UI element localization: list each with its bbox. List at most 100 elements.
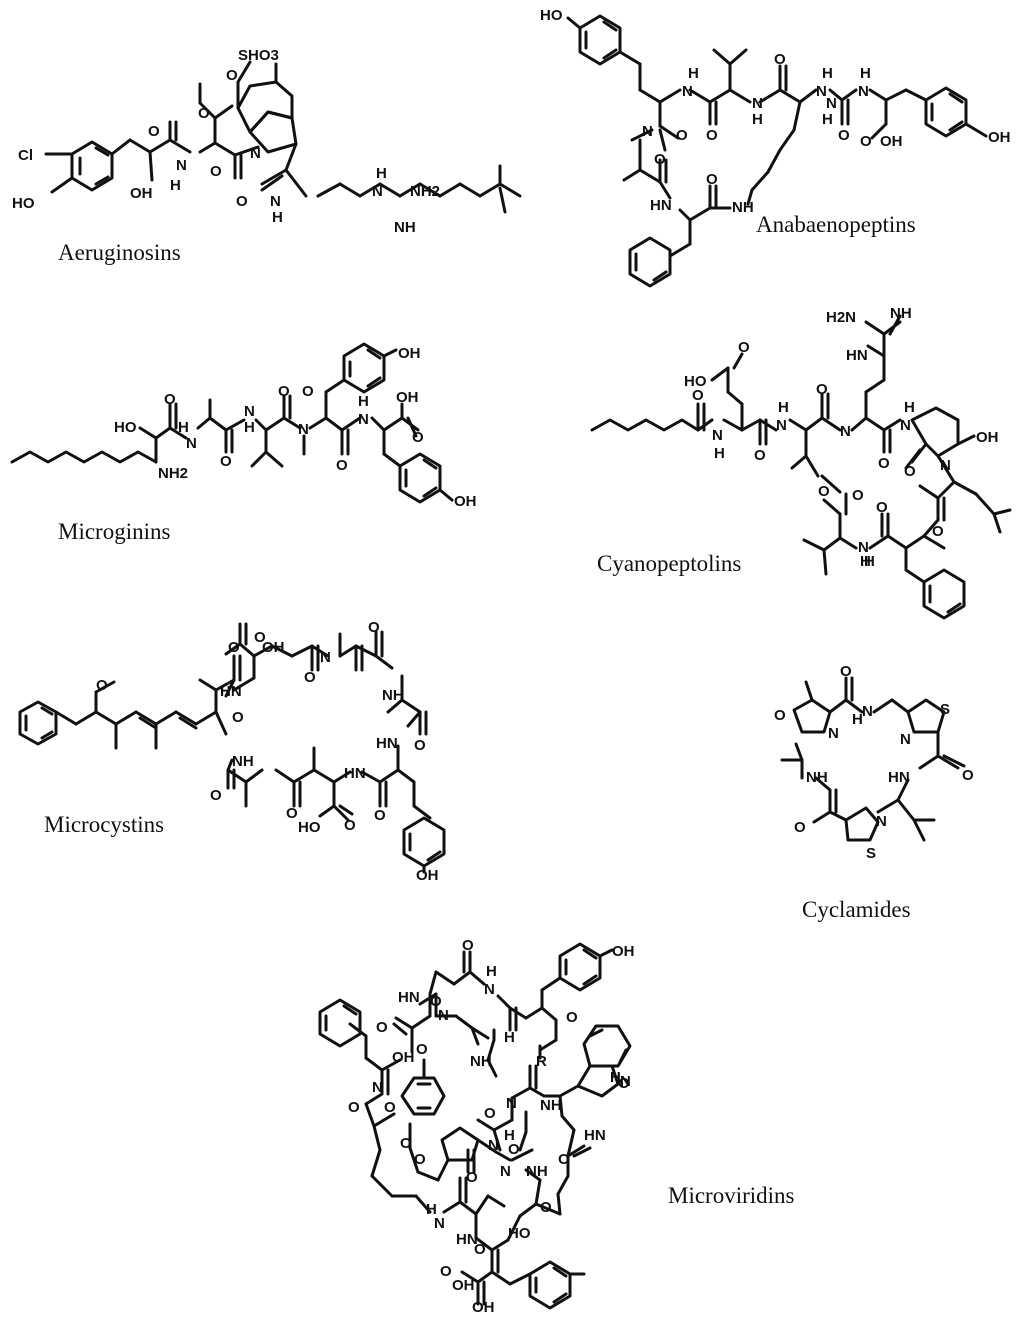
anabaenopeptins-label-h: H xyxy=(688,65,699,82)
microcystins-label-oh: OH xyxy=(262,639,285,656)
cyclamides-label-o: O xyxy=(962,767,974,784)
microviridins-label-hn: N xyxy=(484,981,495,998)
microviridins-label-h: O xyxy=(508,1141,520,1158)
microcystins-label-o: O xyxy=(210,787,222,804)
aeruginosins-label-nh2: NH2 xyxy=(410,183,440,200)
microcystins-label-hn: HN xyxy=(344,765,366,782)
microcystins-label-oh: OH xyxy=(416,867,439,884)
microginins-label-n: N xyxy=(358,411,369,428)
cyanopeptolins-label-nh: NH xyxy=(890,305,912,322)
microviridins-label-oh: OH xyxy=(612,943,635,960)
cyanopeptolins-label-o: O xyxy=(738,339,750,356)
microviridins-label-r: O xyxy=(566,1009,578,1026)
microcystins-label-o: O xyxy=(254,629,266,646)
cyanopeptolins-label-o: O xyxy=(932,523,944,540)
cyanopeptolins-label-h: H xyxy=(714,445,725,462)
microviridins-label-n: NH xyxy=(540,1097,562,1114)
microviridins-label-nh: O xyxy=(558,1151,570,1168)
aeruginosins-label-sho3: SHO3 xyxy=(238,47,279,64)
microviridins-label-o: HN xyxy=(584,1127,606,1144)
microviridins-label-h: N xyxy=(438,1007,449,1024)
microviridins-label-o: HO xyxy=(508,1225,531,1242)
cyanopeptolins-label-n: N xyxy=(776,417,787,434)
microviridins-label-h: N xyxy=(434,1215,445,1232)
microviridins-label-o: HN xyxy=(398,989,420,1006)
anabaenopeptins-label-h: H xyxy=(860,65,871,82)
microviridins-label-o: N xyxy=(372,1079,383,1096)
microviridins-label-o: N xyxy=(500,1163,511,1180)
microviridins-label-n: O xyxy=(400,1135,412,1152)
microviridins-label-oh: O xyxy=(416,1041,428,1058)
cyanopeptolins-label-n: N xyxy=(858,539,869,556)
microcystins-label-o: O xyxy=(344,817,356,834)
anabaenopeptins-label-o: O xyxy=(860,133,872,150)
cyanopeptolins-label-o: O xyxy=(852,487,864,504)
microginins-label-h: H xyxy=(178,419,189,436)
microviridins-label-oh: OH xyxy=(472,1299,495,1316)
aeruginosins-label-o: O xyxy=(236,193,248,210)
microviridins-label-nh: N xyxy=(620,1073,631,1090)
microginins-label-n: N xyxy=(298,421,309,438)
microcystins-label-o: O xyxy=(232,709,244,726)
microviridins-label-n: H xyxy=(504,1127,515,1144)
microcystins-label-o: O xyxy=(286,805,298,822)
microviridins-label-o: O xyxy=(414,1151,426,1168)
microcystins-label-o: O xyxy=(374,807,386,824)
microviridins-label-o: N xyxy=(488,1137,499,1154)
cyanopeptolins-label-h: H xyxy=(778,399,789,416)
microviridins-label-n: O xyxy=(484,1105,496,1122)
microginins-label-o: O xyxy=(220,453,232,470)
microcystins-label-o: O xyxy=(96,677,108,694)
aeruginosins-label-cl: Cl xyxy=(18,147,33,164)
microviridins-label-o: HN xyxy=(456,1231,478,1248)
microviridins-label-hn: O xyxy=(474,1241,486,1258)
microginins-label-oh: OH xyxy=(398,345,421,362)
microginins-label-h: H xyxy=(358,393,369,410)
aeruginosins-label-n: N xyxy=(372,183,383,200)
anabaenopeptins-label-o: O xyxy=(706,171,718,188)
anabaenopeptins-label-nh: NH xyxy=(732,199,754,216)
aeruginosins-label-n: N xyxy=(250,145,261,162)
cyanopeptolins-label-n: N xyxy=(900,417,911,434)
anabaenopeptins-label-hn: HN xyxy=(650,197,672,214)
microcystins-label-nh: NH xyxy=(232,753,254,770)
aeruginosins-label-nh: NH xyxy=(394,219,416,236)
microginins-label-n: N xyxy=(244,403,255,420)
microginins-label-oh: OH xyxy=(454,493,477,510)
cyanopeptolins-label-o: O xyxy=(692,387,704,404)
anabaenopeptins-label-o: O xyxy=(706,127,718,144)
microcystins-label-hn: HN xyxy=(376,735,398,752)
cyanopeptolins-label-n: N xyxy=(840,423,851,440)
cyclamides-label-nh: NH xyxy=(806,769,828,786)
microginins-label-nh2: NH2 xyxy=(158,465,188,482)
microcystins-label-ho: HO xyxy=(298,819,321,836)
aeruginosins-label-o: O xyxy=(148,123,160,140)
cyclamides-label-o: O xyxy=(774,707,786,724)
microviridins-label-hn: O xyxy=(348,1099,360,1116)
cyclamides-label-hn: HN xyxy=(888,769,910,786)
aeruginosins-label-o: O xyxy=(210,163,222,180)
cyclamides-label-n: N xyxy=(900,731,911,748)
compound-name-aeruginosins: Aeruginosins xyxy=(58,240,181,265)
aeruginosins-label-h: H xyxy=(376,165,387,182)
microviridins-label-o: R xyxy=(536,1053,547,1070)
cyclamides-label-h: H xyxy=(852,711,863,728)
aeruginosins-label-ho: HO xyxy=(12,195,35,212)
anabaenopeptins-label-n: N xyxy=(826,95,837,112)
anabaenopeptins-label-h: H xyxy=(822,111,833,128)
cyanopeptolins-label-h: H xyxy=(860,553,871,570)
microginins-label-oh: OH xyxy=(396,389,419,406)
cyanopeptolins-label-o: O xyxy=(878,455,890,472)
microginins-label-n: N xyxy=(186,435,197,452)
cyanopeptolins-label-o: O xyxy=(816,381,828,398)
cyclamides-label-o: O xyxy=(794,819,806,836)
microcystins-label-o: O xyxy=(368,619,380,636)
microviridins-label-o: NH xyxy=(470,1053,492,1070)
aeruginosins-label-h: H xyxy=(272,209,283,226)
anabaenopeptins-label-ho: HO xyxy=(540,7,563,24)
